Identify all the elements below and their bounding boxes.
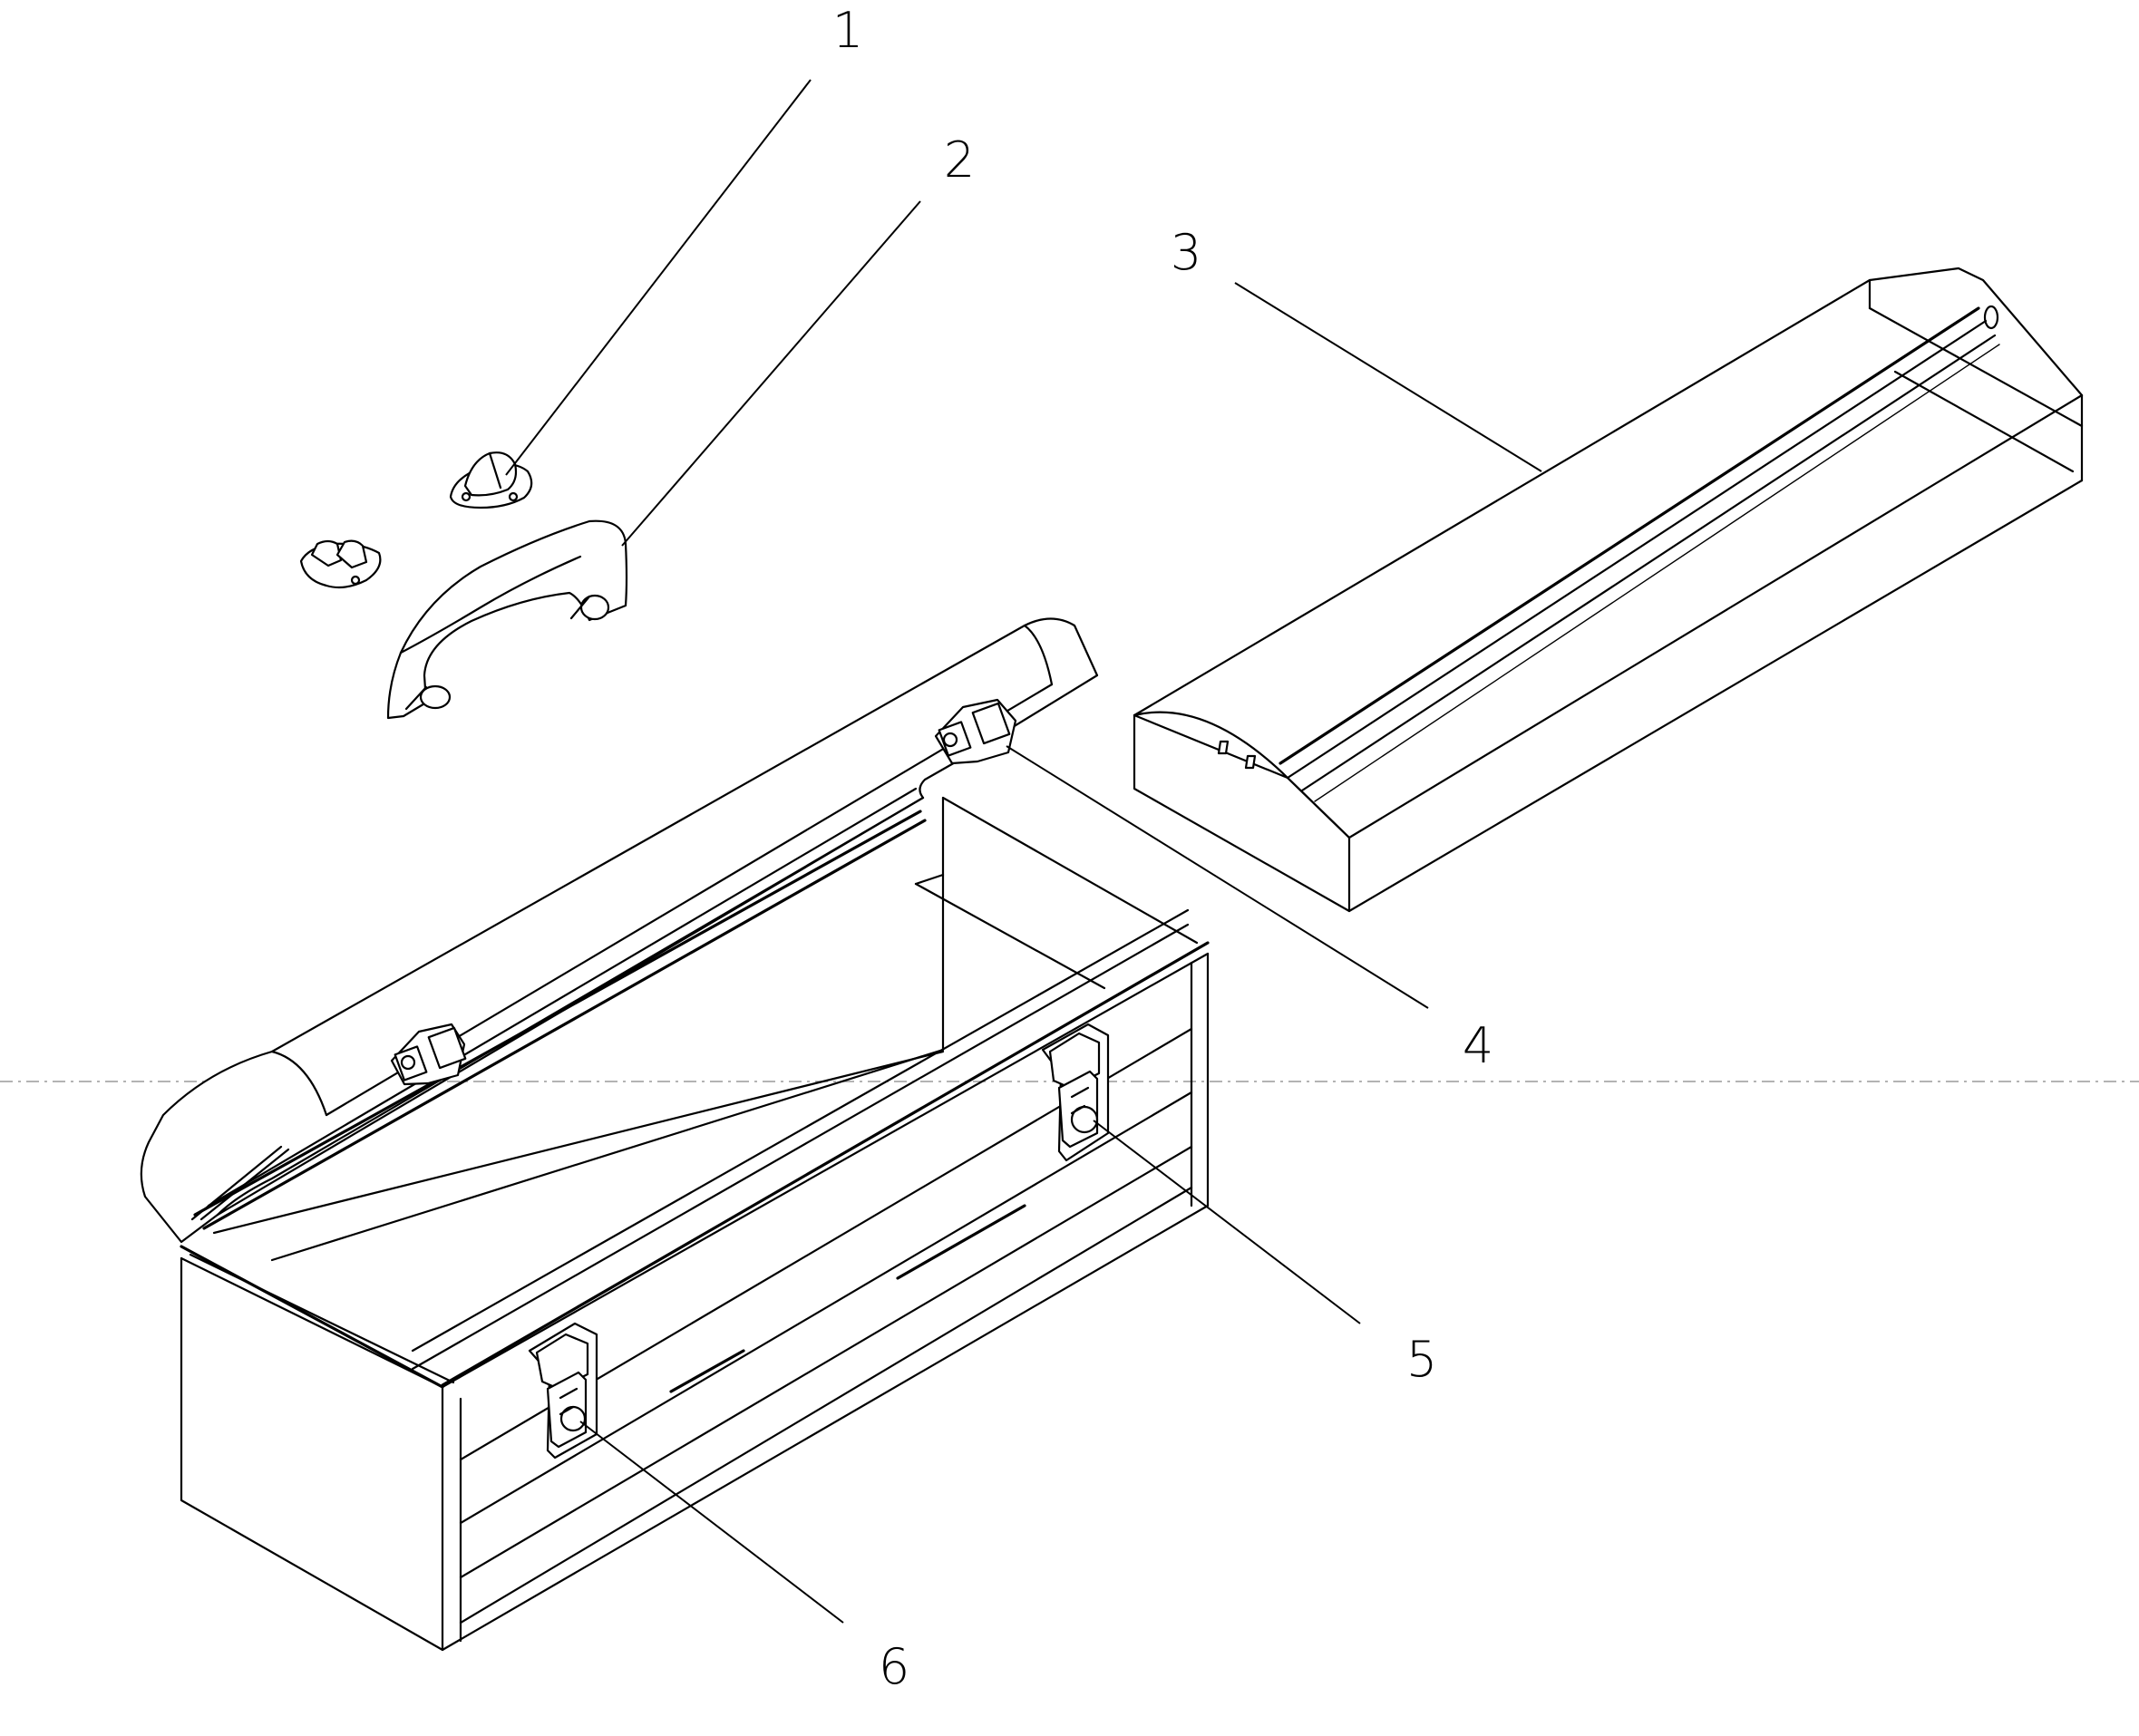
- carry-handle-part: [386, 519, 628, 720]
- callout-number-6: 6: [879, 1638, 909, 1695]
- leader-line-5: [1093, 1120, 1361, 1324]
- callout-number-1: 1: [832, 2, 863, 59]
- hinge-part-lower: [390, 1023, 467, 1086]
- handle-bracket-second: [299, 539, 382, 589]
- callout-number-5: 5: [1406, 1331, 1437, 1388]
- hinge-part-upper: [934, 698, 1017, 765]
- callout-number-3: 3: [1171, 224, 1201, 281]
- callout-number-4: 4: [1463, 1017, 1493, 1074]
- latch-part-right: [1041, 1023, 1110, 1162]
- leader-line-1: [505, 79, 812, 476]
- leader-line-6: [579, 1421, 844, 1624]
- leader-line-2: [621, 200, 921, 547]
- leader-line-4: [1006, 745, 1429, 1009]
- callout-number-2: 2: [944, 131, 975, 189]
- tray-part: [1133, 267, 2084, 913]
- latch-part-left: [528, 1322, 598, 1460]
- toolbox-lid: [140, 617, 1099, 1244]
- handle-bracket-part: [449, 451, 533, 509]
- leader-line-3: [1234, 282, 1542, 472]
- toolbox-body: [180, 796, 1210, 1652]
